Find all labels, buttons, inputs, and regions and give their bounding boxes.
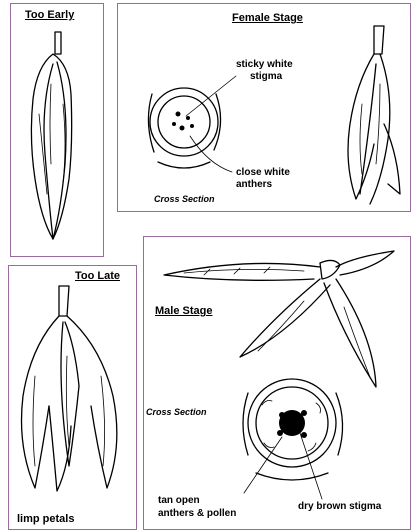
panel-female-stage: Female Stage sticky white stigma close w… xyxy=(117,3,411,212)
male-stage-drawings xyxy=(144,237,412,531)
panel-too-early: Too Early xyxy=(10,3,104,257)
closed-flower-drawing xyxy=(11,4,105,258)
panel-too-late: Too Late limp petals xyxy=(8,265,137,530)
wilted-flower-drawing xyxy=(9,266,138,531)
panel-male-stage: Male Stage Cross Section tan open anther… xyxy=(143,236,411,530)
female-stage-drawings xyxy=(118,4,412,213)
